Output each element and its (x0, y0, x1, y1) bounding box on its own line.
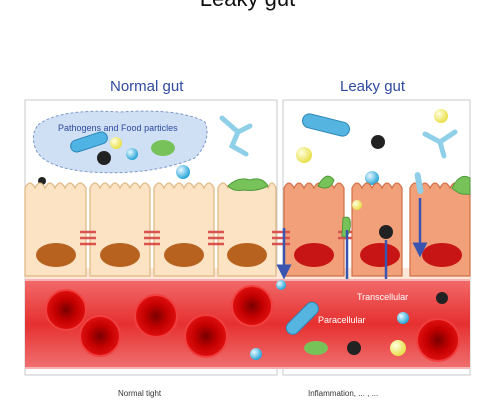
food-particle (176, 165, 190, 179)
leaky-gut-heading: Leaky gut (340, 78, 406, 95)
food-particle (365, 171, 379, 185)
food-particle (434, 109, 448, 123)
page-title: Leaky gut (0, 0, 495, 12)
leaky-caption: Inflammation, ... , ... (308, 389, 379, 398)
virus-particle (97, 151, 111, 165)
food-particle (110, 137, 122, 149)
leaky-epithelium (272, 172, 471, 277)
transcellular-label: Transcellular (357, 292, 408, 302)
bacterium-rod (302, 113, 350, 137)
toxin-molecule (422, 129, 458, 159)
leaked-particles (250, 280, 448, 360)
normal-epithelium (24, 178, 277, 277)
food-particle (126, 148, 138, 160)
normal-gut-heading: Normal gut (110, 78, 184, 95)
virus-particle (371, 135, 385, 149)
red-blood-cells (45, 285, 460, 362)
pathogens-label: Pathogens and Food particles (58, 123, 178, 133)
toxin-molecule (219, 115, 253, 157)
paracellular-label: Paracellular (318, 315, 366, 325)
food-particle (296, 147, 312, 163)
normal-caption: Normal tight (118, 389, 162, 398)
bacterium-rod (70, 131, 108, 153)
food-particle (151, 140, 175, 156)
